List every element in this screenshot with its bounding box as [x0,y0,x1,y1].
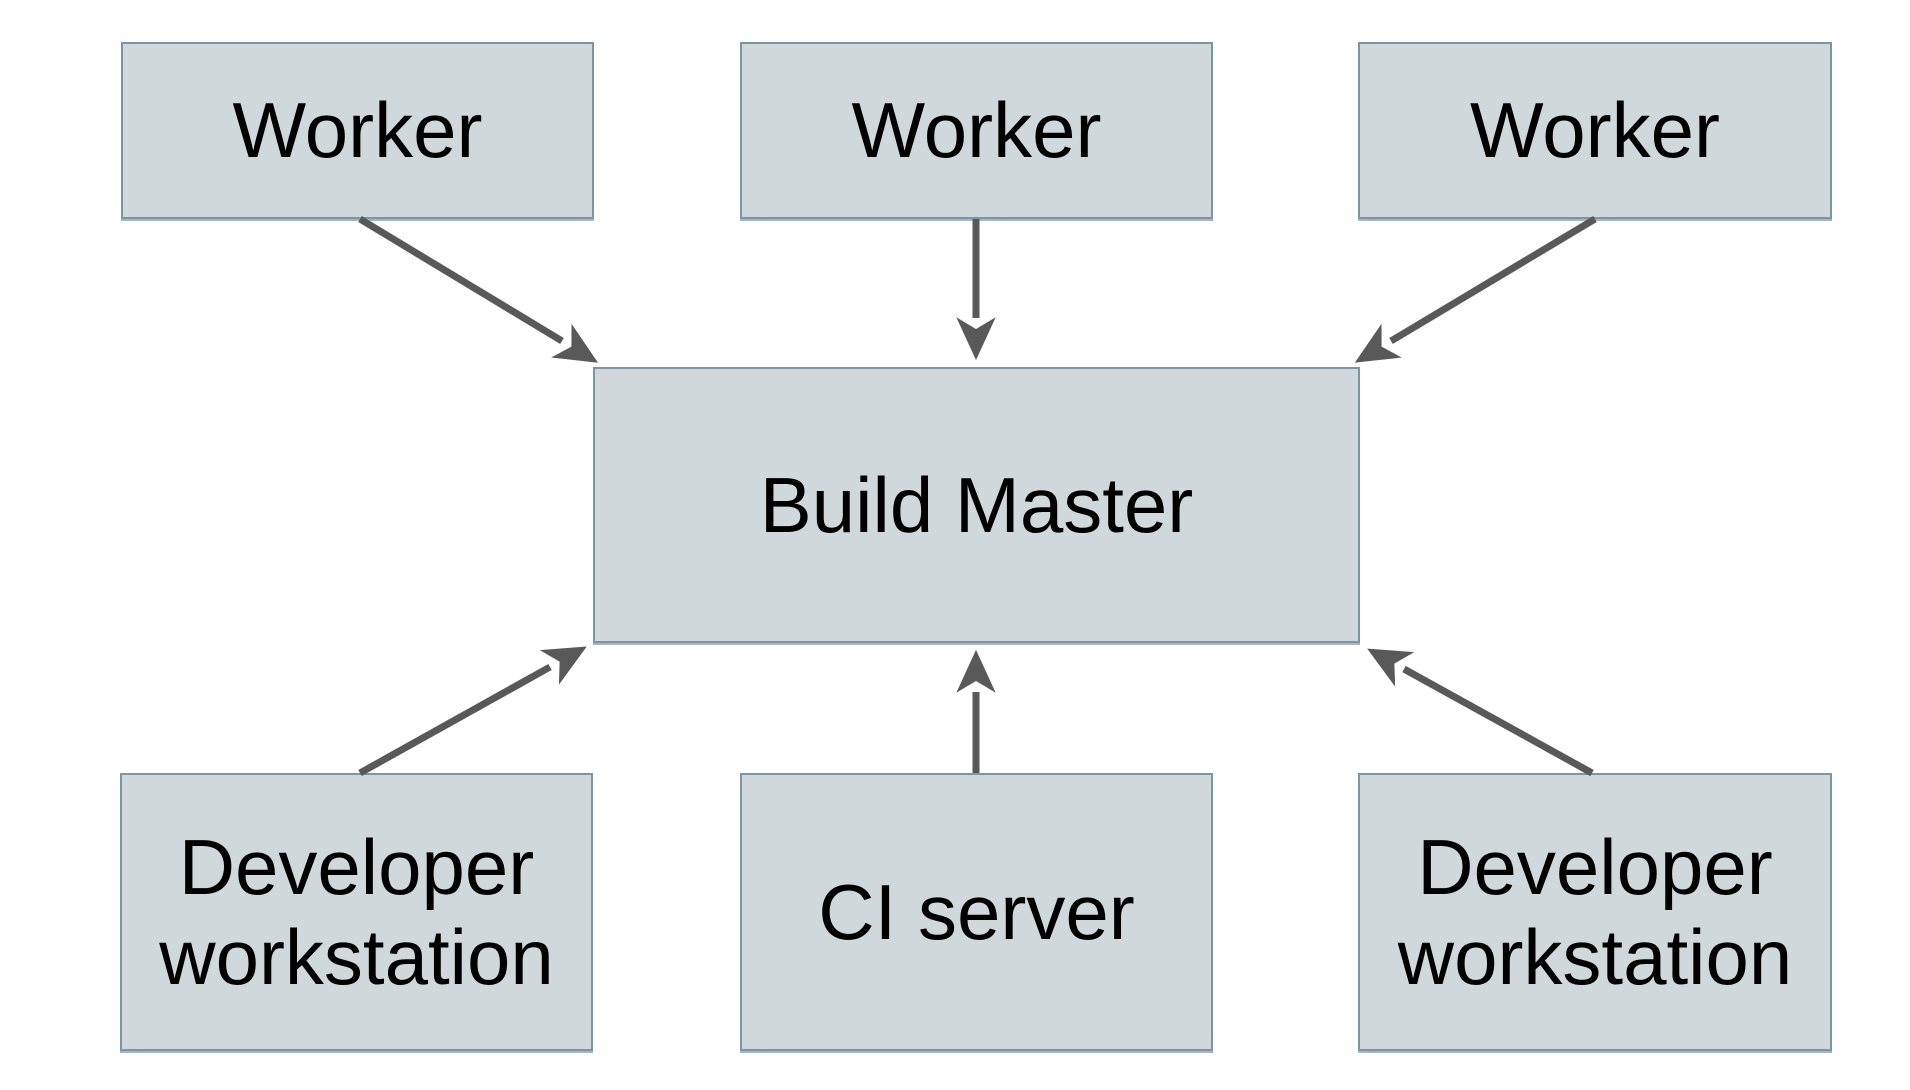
node-worker-3: Worker [1358,42,1832,219]
node-worker-3-label: Worker [1470,86,1720,175]
node-developer-workstation-left-label: Developer workstation [159,822,554,1001]
arrow-devworkstation-right-to-buildmaster [1367,648,1594,777]
node-worker-1-label: Worker [232,86,483,175]
node-build-master: Build Master [593,367,1360,643]
node-build-master-label: Build Master [759,460,1194,549]
node-worker-2: Worker [740,42,1213,219]
node-worker-2-label: Worker [851,86,1102,175]
arrow-worker3-to-buildmaster [1354,215,1597,363]
arrow-devworkstation-left-to-buildmaster [358,646,587,777]
node-worker-1: Worker [121,42,594,219]
node-ci-server: CI server [740,773,1213,1051]
node-developer-workstation-left: Developer workstation [120,773,593,1051]
node-ci-server-label: CI server [818,867,1135,956]
node-developer-workstation-right: Developer workstation [1358,773,1832,1051]
arrow-worker1-to-buildmaster [358,216,599,363]
node-developer-workstation-right-label: Developer workstation [1397,822,1793,1001]
